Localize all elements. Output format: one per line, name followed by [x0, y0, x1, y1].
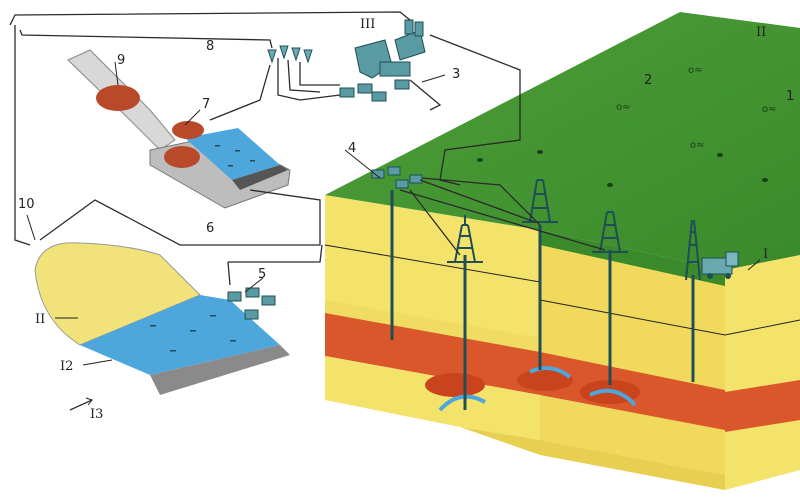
pump-group-4 — [371, 166, 423, 189]
label-5: 5 — [258, 267, 266, 282]
cavern-1 — [425, 373, 485, 397]
basin-water — [185, 128, 280, 180]
ore-pile-3 — [164, 146, 200, 168]
grass-dots — [477, 150, 768, 187]
grass-top — [325, 12, 800, 270]
labels: 1 2 3 4 5 6 7 8 9 10 I II III II I2 I3 — [18, 17, 794, 422]
label-6: 6 — [206, 221, 214, 236]
svg-text:o≈: o≈ — [616, 102, 631, 113]
label-7: 7 — [202, 97, 210, 112]
front-clay — [325, 313, 540, 395]
right-clay — [725, 380, 800, 432]
label-10: 10 — [18, 197, 35, 212]
label-I2: I2 — [60, 359, 73, 374]
label-9: 9 — [117, 53, 125, 68]
cyclone-group — [267, 45, 313, 64]
settling-basin — [67, 49, 291, 209]
derricks — [447, 179, 701, 281]
svg-text:o≈: o≈ — [688, 65, 703, 76]
label-2: 2 — [644, 73, 652, 88]
label-8: 8 — [206, 39, 214, 54]
ore-pile-1 — [96, 85, 140, 111]
front-sand-upper — [325, 195, 540, 345]
label-III: III — [360, 17, 375, 32]
boreholes — [390, 190, 695, 410]
processing-plant-III — [339, 19, 426, 102]
reservoir — [34, 242, 290, 395]
reservoir-sand — [34, 242, 201, 346]
pump-group-5 — [227, 287, 276, 320]
label-1: 1 — [786, 89, 794, 104]
label-II-left: II — [35, 312, 45, 327]
derrick-3 — [592, 211, 628, 253]
label-4: 4 — [348, 141, 356, 156]
front-sand-low — [325, 356, 540, 440]
arrow-13 — [69, 397, 94, 411]
drill-truck — [701, 251, 739, 279]
pipelines — [9, 11, 606, 286]
reservoir-rim — [150, 345, 290, 395]
svg-text:o≈: o≈ — [690, 140, 705, 151]
label-3: 3 — [452, 67, 460, 82]
svg-text:o≈: o≈ — [762, 104, 777, 115]
derrick-4 — [685, 219, 701, 281]
reservoir-water — [80, 295, 280, 375]
leaders — [26, 61, 761, 411]
ore-pile-2 — [172, 121, 204, 139]
right-sand — [725, 255, 800, 490]
label-I3: I3 — [90, 407, 103, 422]
ground-block: o≈ o≈ o≈ o≈ — [324, 12, 800, 490]
label-II-top: II — [756, 25, 766, 40]
notch-bottom — [460, 427, 725, 490]
derrick-2 — [522, 179, 558, 223]
basin-dark-edge — [232, 165, 288, 190]
cavern-2 — [517, 369, 573, 391]
surface-markers: o≈ o≈ o≈ o≈ — [616, 65, 777, 151]
derrick-1 — [447, 215, 483, 263]
label-I: I — [763, 247, 768, 262]
